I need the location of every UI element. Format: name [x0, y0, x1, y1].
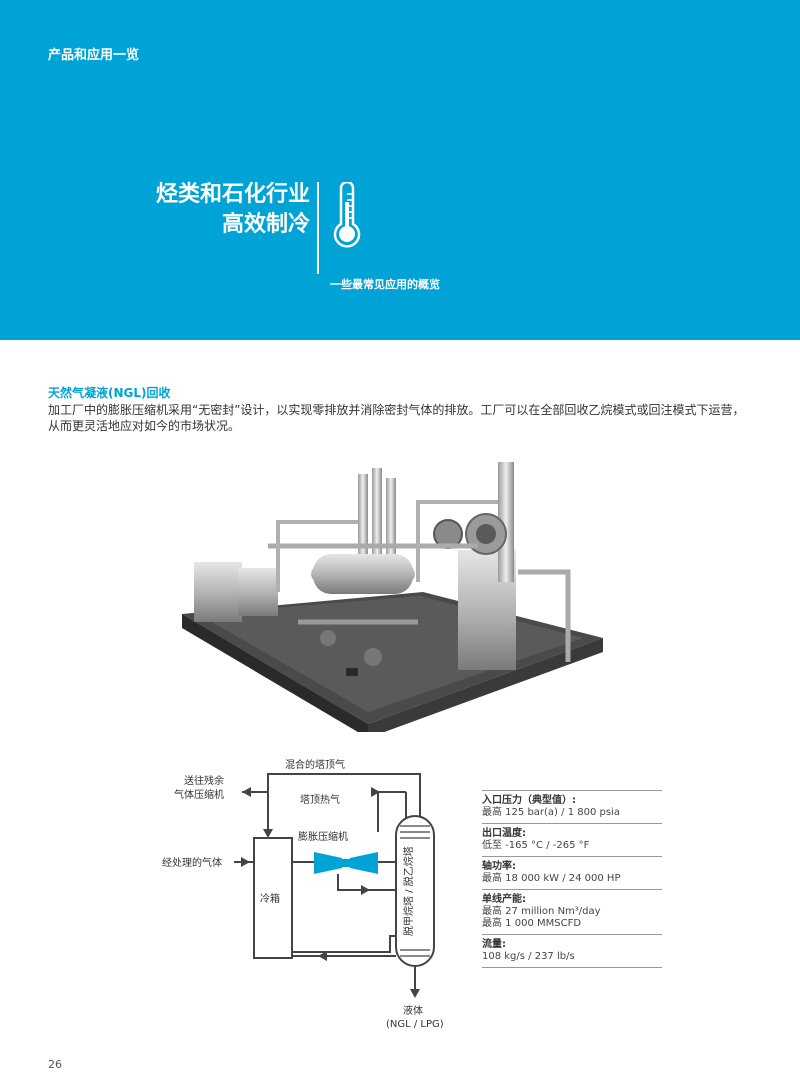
cold-box — [253, 837, 293, 959]
expander-shaft — [342, 859, 350, 867]
section-heading: 天然气凝液(NGL)回收 — [48, 386, 171, 400]
thermometer-icon — [333, 182, 361, 248]
label-liquid: 液体 — [403, 1004, 423, 1017]
spec-inlet-pressure: 入口压力（典型值）: 最高 125 bar(a) / 1 800 psia — [482, 790, 662, 823]
header-banner: 产品和应用一览 烃类和石化行业 高效制冷 一些最常见应用的概览 — [0, 0, 800, 340]
process-flow-diagram: 混合的塔顶气 送往残余 气体压缩机 塔顶热气 膨胀压缩机 经处理的气体 冷箱 脱… — [162, 758, 444, 1030]
spec-list: 入口压力（典型值）: 最高 125 bar(a) / 1 800 psia 出口… — [482, 790, 662, 968]
arrow-overhead-hot — [371, 787, 380, 797]
section-label: 产品和应用一览 — [48, 48, 140, 63]
arrow-liquid-out — [410, 989, 420, 998]
section-body: 加工厂中的膨胀压缩机采用“无密封”设计，以实现零排放并消除密封气体的排放。工厂可… — [48, 403, 745, 433]
label-to-residual-line1: 送往残余 — [184, 774, 224, 787]
spec-outlet-temperature: 出口温度: 低至 -165 °C / -265 °F — [482, 823, 662, 856]
page-number: 26 — [48, 1058, 62, 1071]
label-cold-box: 冷箱 — [260, 892, 280, 905]
equipment-skid-image — [182, 462, 603, 732]
label-mixed-overhead: 混合的塔顶气 — [285, 758, 345, 771]
spec-shaft-power: 轴功率: 最高 18 000 kW / 24 000 HP — [482, 856, 662, 889]
expander-wheel — [314, 852, 342, 874]
arrow-return-bottom — [318, 951, 327, 961]
label-liquid-sub: (NGL / LPG) — [386, 1019, 444, 1030]
arrow-to-residual — [242, 787, 251, 797]
label-to-residual-line2: 气体压缩机 — [174, 788, 224, 801]
title-line-2: 高效制冷 — [221, 212, 310, 237]
page-title: 烃类和石化行业 高效制冷 — [156, 180, 310, 240]
spec-single-line-capacity: 单线产能: 最高 27 million Nm³/day 最高 1 000 MMS… — [482, 889, 662, 934]
arrow-into-coldbox — [263, 829, 273, 838]
compressor-wheel — [350, 852, 378, 874]
label-overhead-hot: 塔顶热气 — [300, 793, 340, 806]
label-expander-compressor: 膨胀压缩机 — [298, 830, 348, 843]
title-line-1: 烃类和石化行业 — [155, 182, 310, 207]
label-column: 脱甲烷塔 / 脱乙烷塔 — [402, 846, 415, 936]
arrow-to-column-1 — [361, 885, 370, 895]
spec-flow-rate: 流量: 108 kg/s / 237 lb/s — [482, 934, 662, 968]
title-divider — [317, 182, 319, 274]
arrow-treated-gas — [241, 857, 250, 867]
page-subtitle: 一些最常见应用的概览 — [330, 278, 440, 291]
label-treated-gas: 经处理的气体 — [162, 856, 222, 869]
